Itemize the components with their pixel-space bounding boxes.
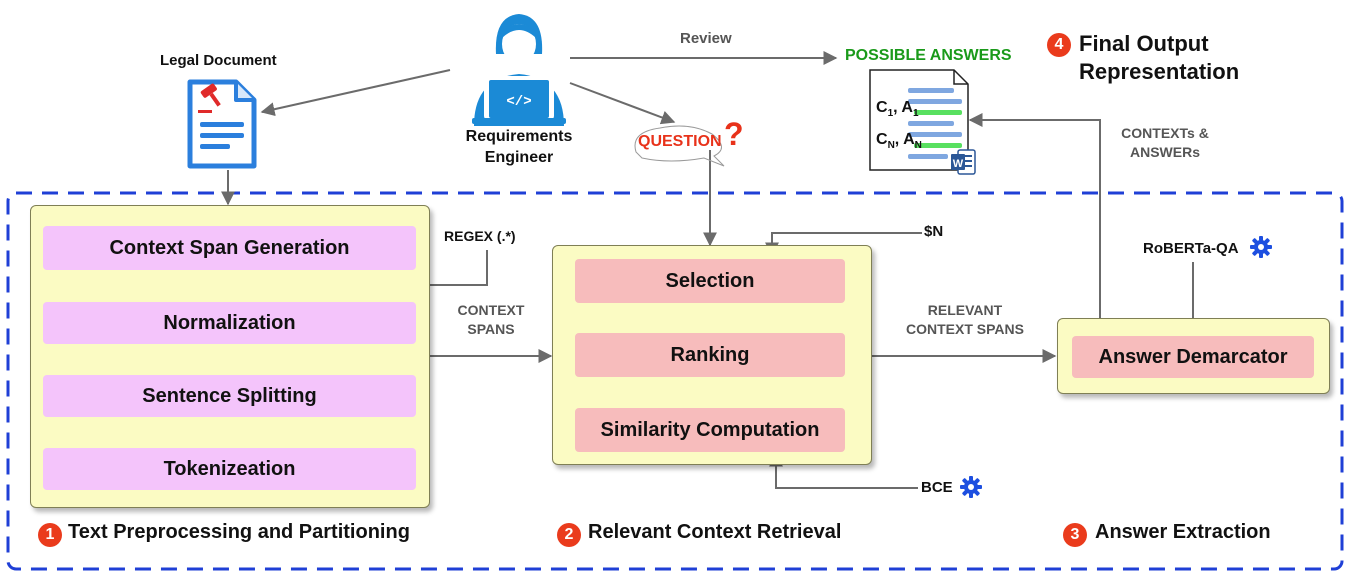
- system-boundary: [6, 191, 1344, 571]
- stage-3-caption: Answer Extraction: [1095, 521, 1271, 543]
- contexts-answers-line1: CONTEXTs &: [1121, 125, 1209, 141]
- step-tokenization: Tokenizeation: [43, 448, 416, 490]
- question-mark: ?: [724, 116, 744, 152]
- regex-label: REGEX (.*): [444, 228, 516, 244]
- arrow-bce-to-similarity: [769, 452, 918, 489]
- relevant-spans-line2: CONTEXT SPANS: [906, 321, 1024, 337]
- output-row-n: CN, AN: [876, 131, 922, 151]
- arrow-engineer-to-question: [569, 82, 676, 125]
- legal-document-label: Legal Document: [160, 52, 277, 69]
- context-1-subscript: 1: [887, 108, 894, 120]
- review-label: Review: [680, 30, 732, 47]
- word-document-icon: W: [950, 148, 976, 176]
- step-answer-demarcator: Answer Demarcator: [1072, 336, 1314, 378]
- output-row-1: C1, A1: [876, 99, 919, 119]
- engineer-label: Requirements Engineer: [449, 126, 589, 168]
- step-selection: Selection: [575, 259, 845, 303]
- arrow-engineer-to-document: [260, 69, 451, 117]
- arrow-answers-to-output: [968, 113, 1101, 318]
- answer-1-symbol: , A: [893, 99, 913, 116]
- question-bubble: [634, 125, 725, 167]
- stage-3-badge: 3: [1063, 523, 1087, 547]
- stage-4-badge: 4: [1047, 33, 1071, 57]
- context-spans-line2: SPANS: [467, 321, 515, 337]
- bce-label: BCE: [921, 479, 953, 496]
- engineer-label-line1: Requirements: [465, 128, 573, 145]
- context-spans-label: CONTEXT SPANS: [432, 301, 550, 339]
- svg-text:W: W: [953, 158, 964, 170]
- answer-n-symbol: , A: [894, 131, 915, 148]
- stage-2-badge: 2: [557, 523, 581, 547]
- relevant-context-spans-label: RELEVANT CONTEXT SPANS: [882, 301, 1048, 339]
- final-output-title-line2: Representation: [1079, 59, 1240, 84]
- context-n-subscript: N: [887, 140, 895, 152]
- roberta-gear-icon: [1250, 236, 1272, 258]
- stage-2-caption: Relevant Context Retrieval: [588, 521, 842, 543]
- question-label: QUESTION: [638, 133, 722, 150]
- context-spans-line1: CONTEXT: [457, 302, 525, 318]
- step-similarity-computation: Similarity Computation: [575, 408, 845, 452]
- step-context-span-generation: Context Span Generation: [43, 226, 416, 270]
- engineer-label-line2: Engineer: [484, 149, 554, 166]
- step-sentence-splitting: Sentence Splitting: [43, 375, 416, 417]
- possible-answers-label: POSSIBLE ANSWERS: [845, 47, 1012, 64]
- roberta-label: RoBERTa-QA: [1143, 240, 1239, 257]
- bce-gear-icon: [960, 476, 982, 498]
- context-n-symbol: C: [876, 131, 888, 148]
- final-output-title-line1: Final Output: [1079, 31, 1209, 56]
- final-output-title: Final Output Representation: [1079, 30, 1239, 86]
- stage-1-caption: Text Preprocessing and Partitioning: [68, 521, 410, 543]
- top-n-label: $N: [924, 223, 944, 240]
- contexts-answers-line2: ANSWERs: [1129, 144, 1200, 160]
- svg-text:</>: </>: [506, 94, 531, 110]
- answer-1-subscript: 1: [912, 108, 919, 120]
- context-1-symbol: C: [876, 99, 888, 116]
- relevant-spans-line1: RELEVANT: [927, 302, 1003, 318]
- legal-document-icon: [186, 78, 260, 170]
- step-normalization: Normalization: [43, 302, 416, 344]
- contexts-answers-label: CONTEXTs & ANSWERs: [1115, 124, 1215, 162]
- output-document: [868, 68, 984, 178]
- answer-n-subscript: N: [914, 140, 922, 152]
- step-ranking: Ranking: [575, 333, 845, 377]
- stage-1-badge: 1: [38, 523, 62, 547]
- developer-icon: </>: [466, 8, 572, 126]
